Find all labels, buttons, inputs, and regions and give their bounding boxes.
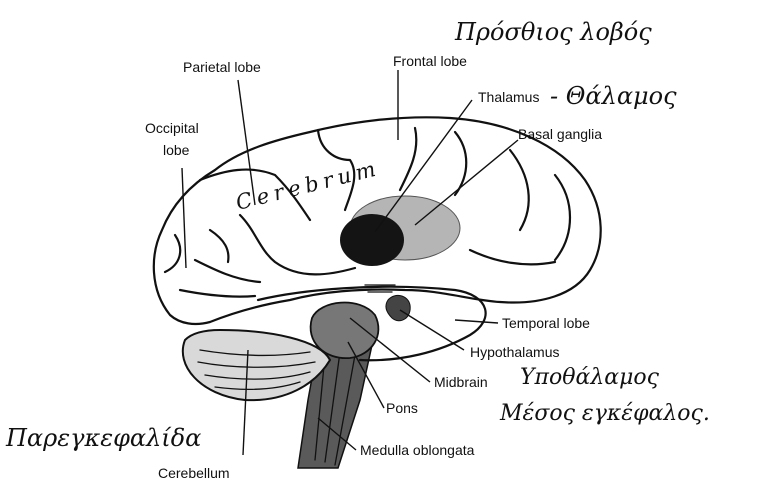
label-cerebellum: Cerebellum (158, 465, 230, 481)
greek-hypothalamus: Υποθάλαμος (520, 365, 660, 390)
label-thalamus: Thalamus (478, 89, 539, 105)
pons-shape (311, 303, 379, 359)
thalamus-shape (340, 214, 404, 266)
leader-hypothalamus (400, 310, 464, 350)
label-temporal-lobe: Temporal lobe (502, 315, 590, 331)
label-midbrain: Midbrain (434, 374, 488, 390)
label-frontal-lobe: Frontal lobe (393, 53, 467, 69)
leader-temporal (455, 320, 498, 323)
leader-occipital (182, 168, 186, 268)
greek-cerebellum: Παρεγκεφαλίδα (5, 424, 201, 452)
hypothalamus-shape (386, 295, 410, 320)
greek-frontal-lobe: Πρόσθιος λοβός (454, 18, 652, 46)
label-hypothalamus: Hypothalamus (470, 344, 560, 360)
label-parietal-lobe: Parietal lobe (183, 59, 261, 75)
label-pons: Pons (386, 400, 418, 416)
label-occipital-line2: lobe (163, 142, 190, 158)
greek-thalamus: - Θάλαμος (550, 82, 677, 110)
label-medulla-oblongata: Medulla oblongata (360, 442, 475, 458)
greek-midbrain: Μέσος εγκέφαλος. (499, 401, 710, 426)
label-cerebrum: Cerebrum (233, 156, 382, 215)
label-occipital-line1: Occipital (145, 120, 199, 136)
label-basal-ganglia: Basal ganglia (518, 126, 602, 142)
leader-basal-ganglia (415, 140, 518, 225)
